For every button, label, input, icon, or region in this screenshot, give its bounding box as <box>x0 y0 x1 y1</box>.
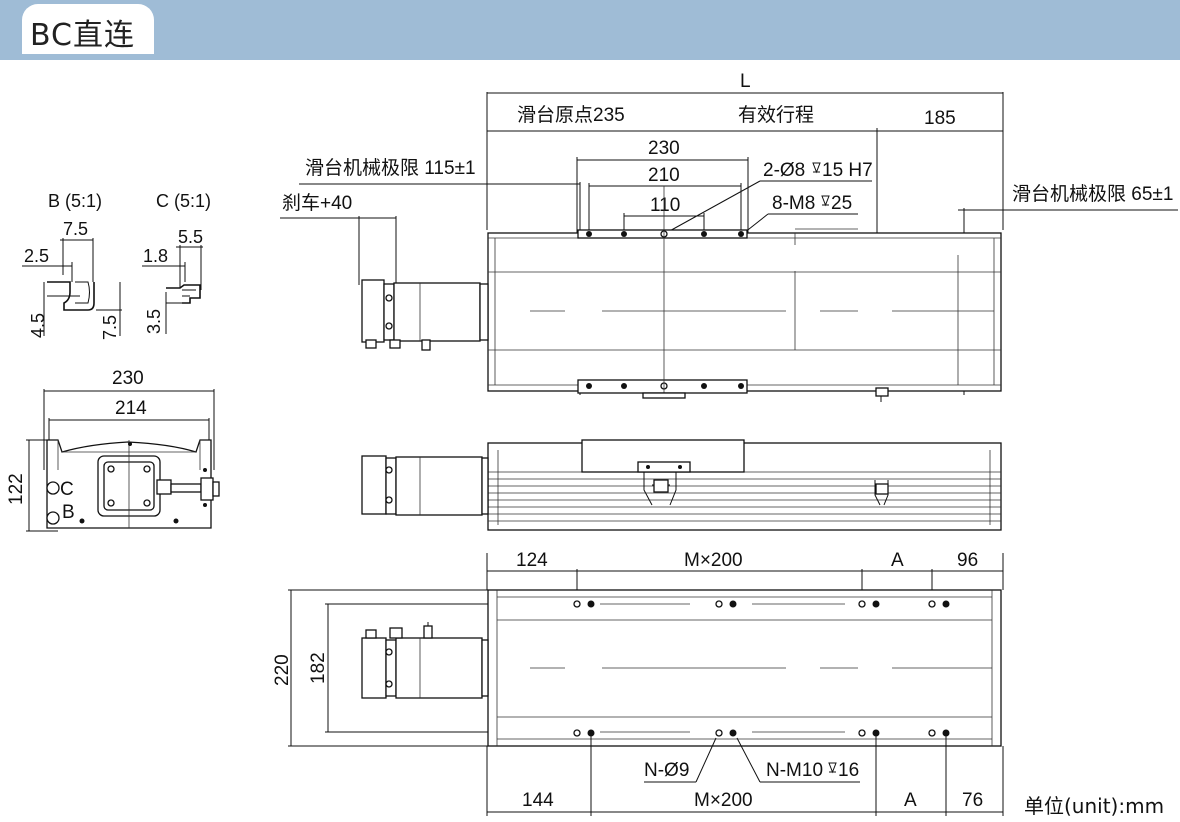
detail-c-3-5: 3.5 <box>144 309 164 334</box>
hole-nm10-depth: 16 <box>838 760 859 781</box>
dim-182: 182 <box>308 652 329 684</box>
mech-limit-left: 滑台机械极限 115±1 <box>305 157 476 179</box>
brake-label: 刹车+40 <box>282 192 352 214</box>
detail-c-5-5: 5.5 <box>178 227 203 247</box>
motor-side <box>361 455 489 516</box>
hole-n9-label: N-Ø9 <box>644 760 689 781</box>
dim-76: 76 <box>962 790 983 811</box>
detail-b-2-5: 2.5 <box>24 246 49 266</box>
end-height-122: 122 <box>6 473 27 505</box>
detail-b-profile <box>47 281 95 311</box>
bottom-holes <box>573 600 950 737</box>
dim-L: L <box>740 71 751 92</box>
detail-b-7-5: 7.5 <box>63 219 88 239</box>
dim-144: 144 <box>522 790 554 811</box>
detail-c-1-8: 1.8 <box>143 246 168 266</box>
detail-c-marker <box>46 481 60 495</box>
end-label-c: C <box>60 479 74 500</box>
end-width-214: 214 <box>115 398 147 419</box>
motor-bottom <box>361 622 489 699</box>
rail-body <box>487 232 1002 392</box>
header-bar <box>0 0 1180 60</box>
side-view <box>361 439 1002 531</box>
depth-symbol-icon <box>828 762 837 774</box>
hole-nm10-label: N-M10 <box>766 760 823 781</box>
units-label: 单位(unit):mm <box>1024 794 1165 818</box>
motor-top <box>361 279 489 351</box>
dim-96: 96 <box>957 550 978 571</box>
header-tab <box>22 4 154 54</box>
dim-a-bottom: A <box>904 790 917 811</box>
dim-230: 230 <box>648 138 680 159</box>
dim-124: 124 <box>516 550 548 571</box>
detail-b-7-5-v: 7.5 <box>100 315 120 340</box>
detail-b-title: B (5:1) <box>48 191 102 211</box>
detail-b-4-5: 4.5 <box>28 313 48 338</box>
end-width-230: 230 <box>112 368 144 389</box>
page-title: BC直连 <box>30 18 136 53</box>
depth-symbol-icon <box>821 195 830 207</box>
depth-symbol-icon <box>812 162 821 174</box>
detail-views: B (5:1) C (5:1) 7.5 2.5 4.5 7.5 5.5 1.8 <box>22 191 211 340</box>
end-view: 230 214 122 <box>6 368 220 532</box>
dim-stroke: 有效行程 <box>738 104 814 126</box>
dim-220: 220 <box>272 654 293 686</box>
hole-pin-depth: 15 H7 <box>822 160 873 181</box>
top-view: L 滑台原点235 有效行程 185 230 210 110 2-Ø8 15 H… <box>280 71 1178 402</box>
dim-185: 185 <box>924 108 956 129</box>
dim-mx200-top: M×200 <box>684 550 743 571</box>
hole-thread-depth: 25 <box>831 193 852 214</box>
mech-limit-right: 滑台机械极限 65±1 <box>1012 183 1173 205</box>
hole-thread-label: 8-M8 <box>772 193 815 214</box>
dim-mx200-bottom: M×200 <box>694 790 753 811</box>
dim-110: 110 <box>650 195 680 216</box>
detail-c-title: C (5:1) <box>156 191 211 211</box>
detail-b-marker <box>46 511 60 525</box>
dim-origin-235: 滑台原点235 <box>517 104 625 126</box>
detail-c-profile <box>166 284 201 304</box>
hole-pin-label: 2-Ø8 <box>763 160 805 181</box>
dim-a-top: A <box>891 550 904 571</box>
bottom-view: 124 M×200 A 96 220 182 <box>272 550 1004 816</box>
end-label-b: B <box>62 502 75 523</box>
dim-210: 210 <box>648 165 680 186</box>
